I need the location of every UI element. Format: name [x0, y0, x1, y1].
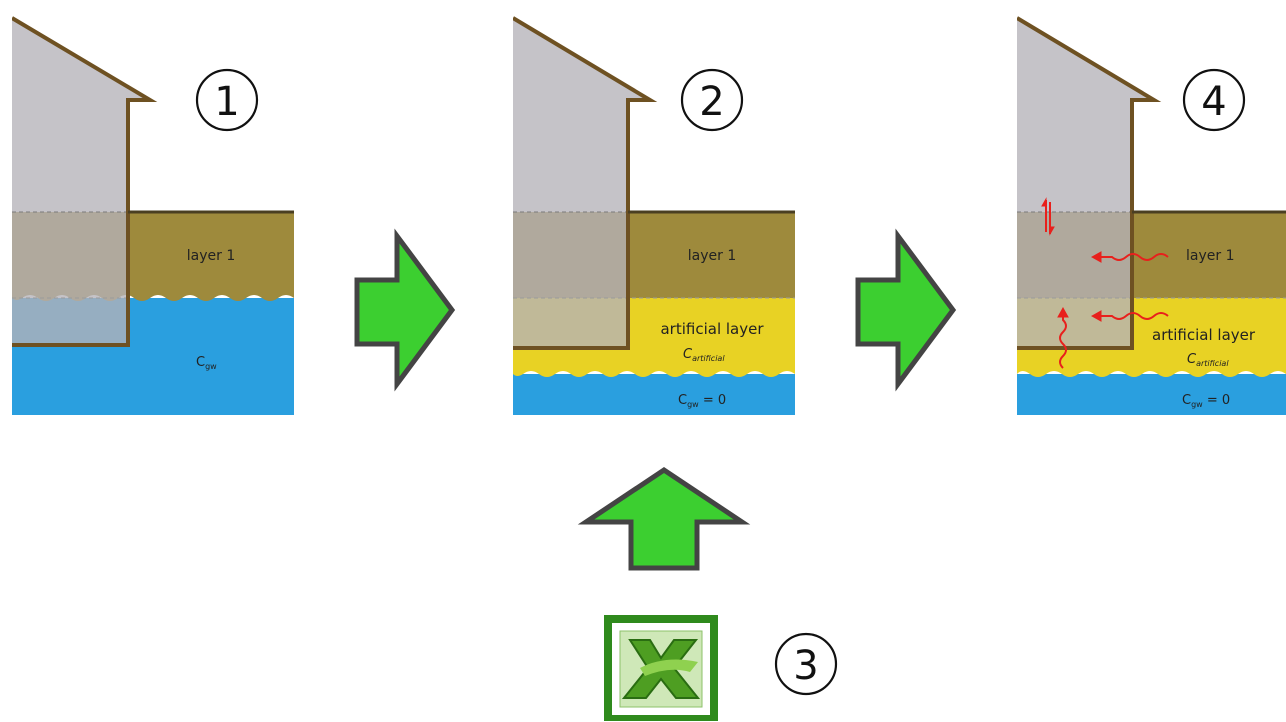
- step-4-circle: [1182, 68, 1246, 132]
- step-2-circle: [680, 68, 744, 132]
- building-wall: [12, 16, 158, 347]
- c-artificial-label: Cartificial: [683, 347, 725, 363]
- lateral-flux-arrow-layer1: [1090, 251, 1169, 263]
- arrow-right-2: [855, 228, 957, 392]
- excel-icon: [604, 615, 718, 721]
- vertical-exchange-arrow: [1041, 197, 1055, 236]
- arrow-up: [577, 466, 751, 571]
- step-2-number: 2: [699, 79, 724, 125]
- layer-1-label: layer 1: [1186, 248, 1234, 264]
- building-wall: [1017, 16, 1162, 350]
- c-artificial-label: Cartificial: [1187, 352, 1229, 368]
- cgw-zero-label: Cgw = 0: [678, 393, 726, 409]
- flux-arrows: [1041, 197, 1169, 369]
- building-wall: [513, 16, 658, 350]
- artificial-layer-label: artificial layer: [1152, 326, 1256, 344]
- building: [1017, 18, 1154, 348]
- groundwater-layer: [513, 374, 795, 415]
- step-3-number: 3: [793, 643, 818, 689]
- layer-1-label: layer 1: [688, 248, 736, 264]
- cgw-zero-label: Cgw = 0: [1182, 393, 1230, 409]
- artificial-layer-label: artificial layer: [660, 320, 764, 338]
- building: [12, 18, 150, 345]
- vertical-flux-arrow: [1057, 306, 1069, 369]
- step-3-circle: [774, 632, 838, 696]
- panel-4: [1017, 16, 1286, 415]
- building: [513, 18, 650, 348]
- arrow-right-1: [354, 228, 456, 392]
- panel-1: [12, 16, 294, 415]
- groundwater-layer: [1017, 374, 1286, 415]
- cgw-label: Cgw: [196, 355, 217, 371]
- lateral-flux-arrow-artificial: [1090, 310, 1169, 322]
- layer-1-label: layer 1: [187, 248, 235, 264]
- step-1-circle: [195, 68, 259, 132]
- panel-2: [513, 16, 795, 415]
- step-4-number: 4: [1201, 79, 1226, 125]
- step-1-number: 1: [214, 79, 239, 125]
